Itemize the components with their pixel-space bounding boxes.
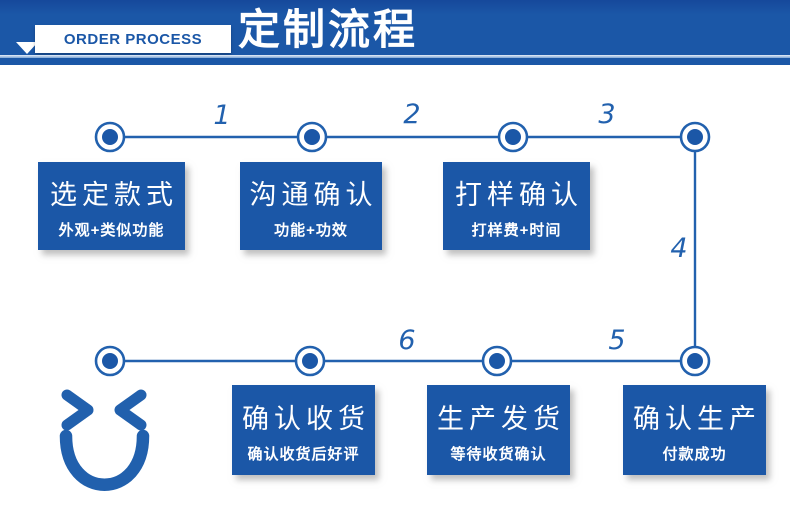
node-dot — [94, 121, 126, 153]
step-number-3: 3 — [598, 99, 616, 130]
step-box-sample-confirm: 打样确认 打样费+时间 — [443, 162, 590, 250]
step-number-4: 4 — [670, 233, 688, 264]
right-eye-chevron — [114, 389, 147, 431]
node-dot — [497, 121, 529, 153]
node-dot — [481, 345, 513, 377]
step-box-confirm-production: 确认生产 付款成功 — [623, 385, 766, 475]
step-title: 生产发货 — [437, 403, 565, 434]
step-number-1: 1 — [213, 100, 231, 131]
step-number-5: 5 — [608, 325, 626, 356]
step-subtitle: 确认收货后好评 — [247, 445, 360, 463]
connector-lines — [110, 135, 697, 363]
step-title: 沟通确认 — [249, 179, 378, 210]
node-dot — [296, 121, 328, 153]
node-dot — [679, 345, 711, 377]
down-triangle-icon — [16, 42, 38, 54]
step-box-produce-ship: 生产发货 等待收货确认 — [427, 385, 570, 475]
step-number-6: 6 — [398, 325, 416, 356]
node-dots — [94, 121, 711, 377]
step-subtitle: 外观+类似功能 — [58, 221, 165, 239]
step-box-communicate-confirm: 沟通确认 功能+功效 — [240, 162, 382, 250]
page-title: 定制流程 — [238, 6, 419, 53]
page-header: ORDER PROCESS 定制流程 — [0, 0, 790, 65]
step-subtitle: 付款成功 — [662, 445, 727, 463]
node-dot — [294, 345, 326, 377]
node-dot — [94, 345, 126, 377]
node-dot — [679, 121, 711, 153]
winking-smile-face-icon — [59, 389, 150, 491]
step-subtitle: 等待收货确认 — [450, 445, 547, 463]
header-stripe — [0, 55, 790, 58]
step-box-select-style: 选定款式 外观+类似功能 — [38, 162, 185, 250]
step-subtitle: 功能+功效 — [274, 221, 348, 239]
step-title: 确认收货 — [242, 403, 370, 434]
smile-arc — [59, 429, 150, 491]
step-title: 打样确认 — [455, 179, 583, 210]
order-process-badge: ORDER PROCESS — [35, 25, 231, 53]
step-number-2: 2 — [403, 99, 421, 130]
step-title: 确认生产 — [633, 403, 761, 434]
step-title: 选定款式 — [50, 179, 178, 210]
badge-label: ORDER PROCESS — [63, 30, 203, 48]
step-subtitle: 打样费+时间 — [471, 221, 562, 239]
step-box-confirm-receipt: 确认收货 确认收货后好评 — [232, 385, 375, 475]
left-eye-chevron — [61, 389, 94, 431]
